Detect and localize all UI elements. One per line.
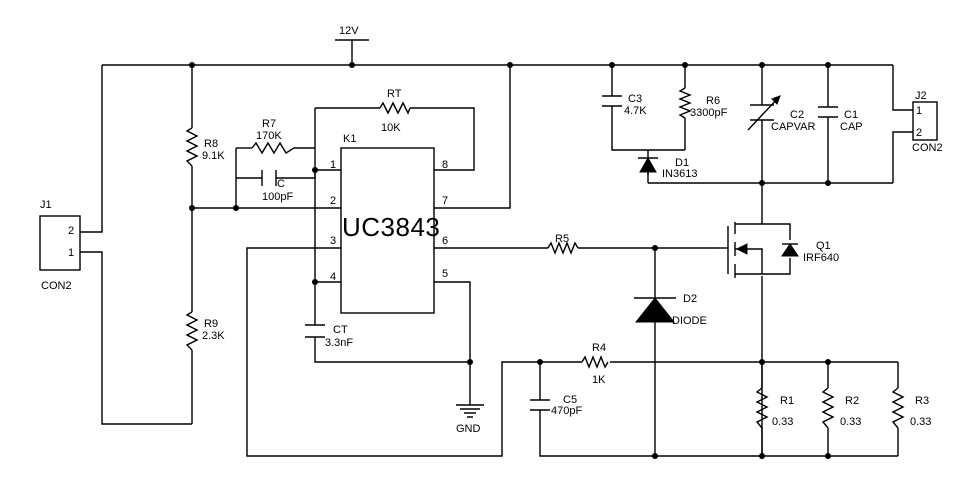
d1-ref: D1 (675, 157, 689, 169)
c1-ref: C1 (844, 109, 858, 121)
r6-value: 3300pF (690, 107, 728, 119)
r4-value: 1K (592, 374, 606, 386)
r3-value: 0.33 (910, 416, 931, 428)
ic-pin-3: 3 (330, 235, 336, 247)
resistor-r3: R3 0.33 (891, 387, 931, 429)
resistor-rt: RT 10K (379, 88, 411, 134)
capacitor-c: C 100pF (261, 170, 293, 203)
j1-ref: J1 (40, 199, 52, 211)
ic-pin-6: 6 (442, 235, 448, 247)
resistor-r8: R8 9.1K (185, 127, 225, 167)
j2-ref: J2 (915, 90, 927, 102)
ic-pin-7: 7 (442, 195, 448, 207)
r8-ref: R8 (204, 138, 218, 150)
c5-ref: C5 (563, 394, 577, 406)
r5-ref: R5 (555, 233, 569, 245)
r3-ref: R3 (915, 395, 929, 407)
resistor-r2: R2 0.33 (821, 387, 861, 429)
c2-value: CAPVAR (771, 121, 815, 133)
r6-ref: R6 (706, 95, 720, 107)
d2-ref: D2 (683, 293, 697, 305)
ic-pin-2: 2 (330, 195, 336, 207)
ground-label: GND (456, 423, 481, 435)
c1-value: CAP (840, 121, 863, 133)
d2-value: DIODE (672, 315, 707, 327)
c3-ref: C3 (628, 93, 642, 105)
capacitor-c2-variable: C2 CAPVAR (747, 95, 815, 133)
connector-j2: J2 1 2 CON2 (912, 90, 943, 154)
q1-ref: Q1 (816, 240, 831, 252)
ic-pin-1: 1 (330, 159, 336, 171)
j1-pin-2: 2 (68, 225, 74, 237)
rt-ref: RT (387, 88, 402, 100)
ground-symbol: GND (456, 404, 484, 435)
d1-value: IN3613 (662, 168, 697, 180)
r1-value: 0.33 (772, 416, 793, 428)
c5-value: 470pF (551, 405, 582, 417)
capacitor-c1: C1 CAP (818, 106, 863, 133)
capacitor-c5: C5 470pF (530, 394, 582, 417)
r2-value: 0.33 (840, 416, 861, 428)
diode-d2: D2 DIODE (634, 293, 707, 327)
c-value: 100pF (262, 191, 293, 203)
j2-pin-1: 1 (916, 105, 922, 117)
mosfet-q1: Q1 IRF640 (719, 222, 839, 278)
c-ref: C (277, 178, 285, 190)
r8-value: 9.1K (202, 150, 225, 162)
r7-ref: R7 (262, 118, 276, 130)
junction-dots (189, 62, 831, 459)
j2-pin-2: 2 (916, 127, 922, 139)
resistor-r4: R4 1K (581, 342, 609, 386)
c2-ref: C2 (790, 109, 804, 121)
q1-value: IRF640 (803, 252, 839, 264)
j1-type: CON2 (41, 280, 72, 292)
j2-type: CON2 (912, 142, 943, 154)
ic-pin-4: 4 (330, 271, 336, 283)
resistor-r6: R6 3300pF (678, 87, 728, 119)
supply-label: 12V (339, 25, 359, 37)
r1-ref: R1 (780, 395, 794, 407)
supply-12v: 12V (335, 25, 369, 41)
ic-pin-8: 8 (442, 159, 448, 171)
c3-value: 4.7K (624, 105, 647, 117)
ct-value: 3.3nF (325, 337, 353, 349)
r2-ref: R2 (845, 395, 859, 407)
ct-ref: CT (333, 324, 348, 336)
resistor-r5: R5 (547, 233, 579, 255)
resistor-r7: R7 170K (251, 118, 295, 155)
r4-ref: R4 (592, 342, 606, 354)
resistor-r9: R9 2.3K (185, 311, 225, 351)
ic-name: UC3843 (342, 212, 440, 242)
capacitor-c3: C3 4.7K (602, 93, 647, 117)
r7-value: 170K (256, 130, 282, 142)
capacitor-ct: CT 3.3nF (305, 324, 353, 349)
diode-d1: D1 IN3613 (638, 156, 697, 180)
ic-pin-5: 5 (442, 268, 448, 280)
r9-value: 2.3K (202, 330, 225, 342)
j1-pin-1: 1 (68, 247, 74, 259)
rt-value: 10K (381, 122, 401, 134)
wires (80, 40, 913, 457)
ic-uc3843: K1 UC3843 1 2 3 4 5 6 7 8 (330, 133, 448, 314)
connector-j1: J1 2 1 CON2 (39, 199, 81, 292)
ic-ref: K1 (343, 133, 356, 145)
r9-ref: R9 (204, 318, 218, 330)
resistor-r1: R1 0.33 (755, 387, 794, 429)
